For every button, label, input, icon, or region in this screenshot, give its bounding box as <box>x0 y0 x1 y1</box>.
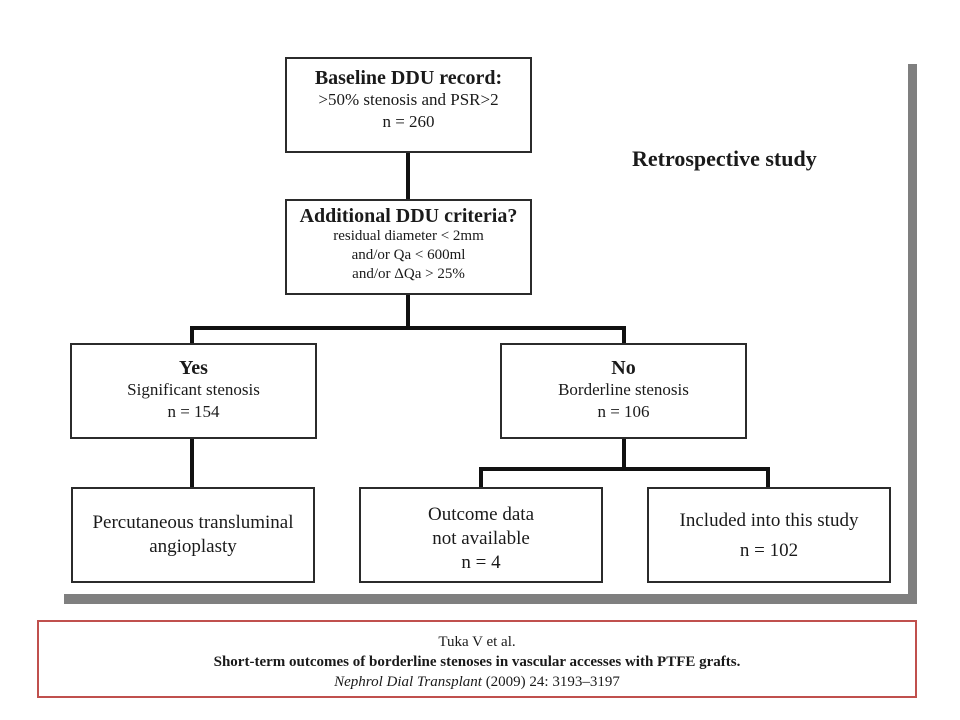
additional-title: Additional DDU criteria? <box>299 205 518 227</box>
outcome-line-1: Outcome data <box>427 504 535 525</box>
connector-criteria-down <box>406 294 410 329</box>
yes-description: Significant stenosis <box>127 380 260 399</box>
slide-frame-shadow-right <box>908 64 917 604</box>
connector-no-down <box>622 438 626 470</box>
baseline-ddu-box: Baseline DDU record: >50% stenosis and P… <box>285 57 532 153</box>
no-count: n = 106 <box>597 402 650 421</box>
yes-title: Yes <box>179 357 208 379</box>
additional-criterion-1: residual diameter < 2mm <box>333 228 484 244</box>
citation-details: (2009) 24: 3193–3197 <box>481 674 620 690</box>
connector-to-yes <box>190 326 194 344</box>
pta-box: Percutaneous transluminal angioplasty <box>71 487 315 583</box>
yes-count: n = 154 <box>167 402 220 421</box>
connector-no-branch-horizontal <box>479 467 770 471</box>
yes-box: Yes Significant stenosis n = 154 <box>70 343 317 439</box>
baseline-count: n = 260 <box>382 112 435 131</box>
baseline-criteria: >50% stenosis and PSR>2 <box>318 90 499 109</box>
connector-to-no <box>622 326 626 344</box>
connector-to-outcome <box>479 467 483 489</box>
connector-baseline-to-criteria <box>406 152 410 200</box>
citation-journal: Nephrol Dial Transplant <box>334 674 482 690</box>
connector-to-included <box>766 467 770 489</box>
no-title: No <box>611 357 636 379</box>
included-count: n = 102 <box>739 540 799 561</box>
study-type-title: Retrospective study <box>632 146 817 171</box>
no-box: No Borderline stenosis n = 106 <box>500 343 747 439</box>
outcome-count: n = 4 <box>461 552 501 573</box>
citation-authors: Tuka V et al. <box>438 634 516 650</box>
connector-yes-to-pta <box>190 438 194 488</box>
pta-line-1: Percutaneous transluminal <box>92 512 294 533</box>
slide-frame-shadow-bottom <box>64 594 917 604</box>
citation-box: Tuka V et al. Short-term outcomes of bor… <box>37 620 917 698</box>
citation-title: Short-term outcomes of borderline stenos… <box>213 654 741 670</box>
additional-criterion-2: and/or Qa < 600ml <box>351 247 466 263</box>
included-line-1: Included into this study <box>679 510 859 531</box>
additional-criterion-3: and/or ΔQa > 25% <box>352 266 465 282</box>
citation-source: Nephrol Dial Transplant (2009) 24: 3193–… <box>39 672 915 692</box>
outcome-unavailable-box: Outcome data not available n = 4 <box>359 487 603 583</box>
baseline-title: Baseline DDU record: <box>314 67 503 89</box>
no-description: Borderline stenosis <box>558 380 689 399</box>
pta-line-2: angioplasty <box>149 536 237 557</box>
additional-criteria-box: Additional DDU criteria? residual diamet… <box>285 199 532 295</box>
outcome-line-2: not available <box>432 528 530 549</box>
included-box: Included into this study n = 102 <box>647 487 891 583</box>
connector-branch-horizontal <box>190 326 626 330</box>
